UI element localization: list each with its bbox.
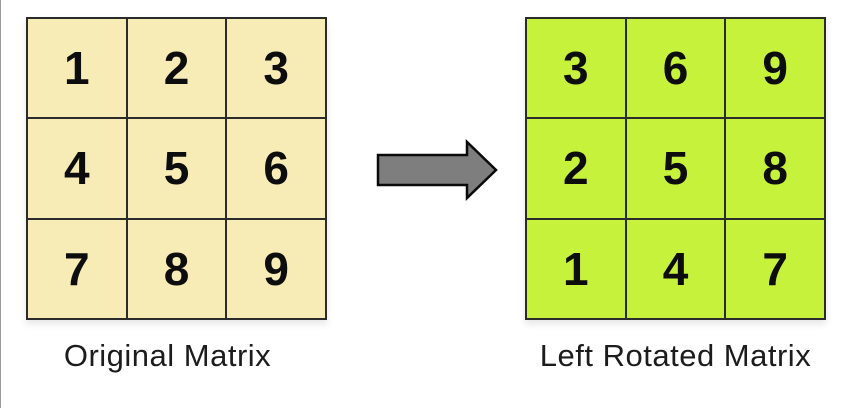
right-arrow-icon bbox=[374, 139, 500, 201]
rotated-cell-2-1: 4 bbox=[626, 219, 725, 318]
rotated-cell-1-2: 8 bbox=[726, 119, 824, 218]
rotated-cell-1-0: 2 bbox=[527, 119, 625, 218]
original-cell-1-0: 4 bbox=[28, 119, 126, 218]
original-cell-2-0: 7 bbox=[28, 219, 126, 318]
original-cell-1-1: 5 bbox=[127, 119, 226, 218]
rotated-cell-2-2: 7 bbox=[726, 219, 824, 318]
rotated-cell-0-0: 3 bbox=[527, 19, 625, 118]
original-matrix: 1 2 3 4 5 6 7 8 9 bbox=[26, 17, 327, 320]
left-rotated-matrix-caption: Left Rotated Matrix bbox=[539, 338, 812, 373]
rotated-cell-1-1: 5 bbox=[626, 119, 725, 218]
original-cell-2-2: 9 bbox=[227, 219, 325, 318]
original-matrix-caption: Original Matrix bbox=[63, 338, 272, 373]
rotated-cell-0-1: 6 bbox=[626, 19, 725, 118]
original-cell-2-1: 8 bbox=[127, 219, 226, 318]
right-arrow-shape bbox=[376, 139, 498, 201]
rotated-cell-0-2: 9 bbox=[726, 19, 824, 118]
rotated-cell-2-0: 1 bbox=[527, 219, 625, 318]
left-edge-line bbox=[0, 0, 1, 408]
original-cell-0-2: 3 bbox=[227, 19, 325, 118]
original-cell-1-2: 6 bbox=[227, 119, 325, 218]
original-cell-0-1: 2 bbox=[127, 19, 226, 118]
original-cell-0-0: 1 bbox=[28, 19, 126, 118]
left-rotated-matrix: 3 6 9 2 5 8 1 4 7 bbox=[525, 17, 826, 320]
